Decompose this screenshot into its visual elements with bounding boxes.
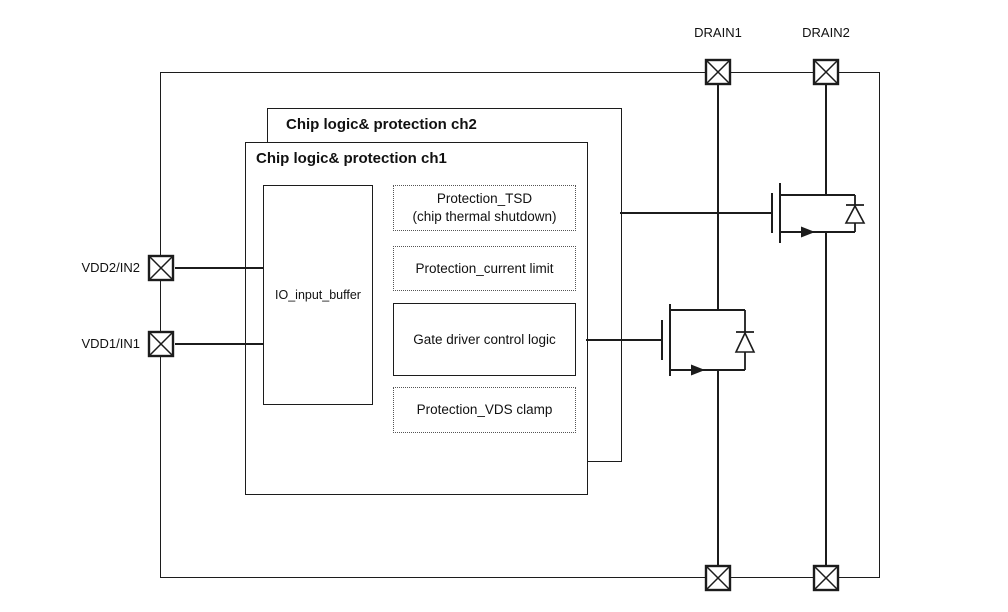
pin-x-mark (814, 60, 838, 84)
nmos-transistor-ch2-icon (771, 183, 866, 243)
drain1-pin-icon (704, 58, 732, 86)
vdd2-in2-pin-label: VDD2/IN2 (81, 260, 140, 275)
ch1-logic-protection-label: Chip logic& protection ch1 (256, 150, 447, 167)
source-arrow-icon (691, 364, 705, 376)
vdd2-in2-pin-icon (147, 254, 175, 282)
wire-source1-vertical (717, 369, 719, 565)
drain2-pin-label: DRAIN2 (802, 25, 850, 40)
body-diode-triangle (734, 331, 756, 353)
source2-pin-icon (812, 564, 840, 592)
nmos-transistor-ch1-icon (661, 304, 756, 376)
pin-x-mark (706, 60, 730, 84)
pin-x-mark (814, 566, 838, 590)
pin-x-mark (706, 566, 730, 590)
protection-tsd-block: Protection_TSD (chip thermal shutdown) (393, 185, 576, 231)
vdd1-in1-pin-label: VDD1/IN1 (81, 336, 140, 351)
protection-vds-clamp-block: Protection_VDS clamp (393, 387, 576, 433)
protection-tsd-label-line1: Protection_TSD (436, 191, 533, 207)
wire-drain1-vertical (717, 85, 719, 311)
wire-drain2-vertical (825, 85, 827, 196)
wire-vdd2-to-io-buffer (175, 267, 263, 269)
gate-driver-control-logic-block: Gate driver control logic (393, 303, 576, 376)
gate-driver-control-logic-label: Gate driver control logic (413, 331, 556, 347)
protection-vds-clamp-label: Protection_VDS clamp (416, 402, 553, 418)
wire-source2-vertical (825, 231, 827, 565)
pin-x-mark (149, 332, 173, 356)
protection-current-limit-block: Protection_current limit (393, 246, 576, 291)
drain1-pin-label: DRAIN1 (694, 25, 742, 40)
ch2-logic-protection-label: Chip logic& protection ch2 (286, 116, 477, 133)
source-arrow-icon (801, 226, 815, 238)
protection-tsd-label-line2: (chip thermal shutdown) (412, 209, 557, 224)
io-input-buffer-block: IO_input_buffer (263, 185, 373, 405)
protection-current-limit-label: Protection_current limit (415, 260, 554, 276)
io-input-buffer-label: IO_input_buffer (275, 288, 361, 302)
wire-ch2-gate-drive (620, 212, 773, 214)
drain2-pin-icon (812, 58, 840, 86)
wire-vdd1-to-io-buffer (175, 343, 263, 345)
wire-ch1-gate-drive (586, 339, 663, 341)
body-diode-triangle (844, 204, 866, 224)
vdd1-in1-pin-icon (147, 330, 175, 358)
source1-pin-icon (704, 564, 732, 592)
pin-x-mark (149, 256, 173, 280)
